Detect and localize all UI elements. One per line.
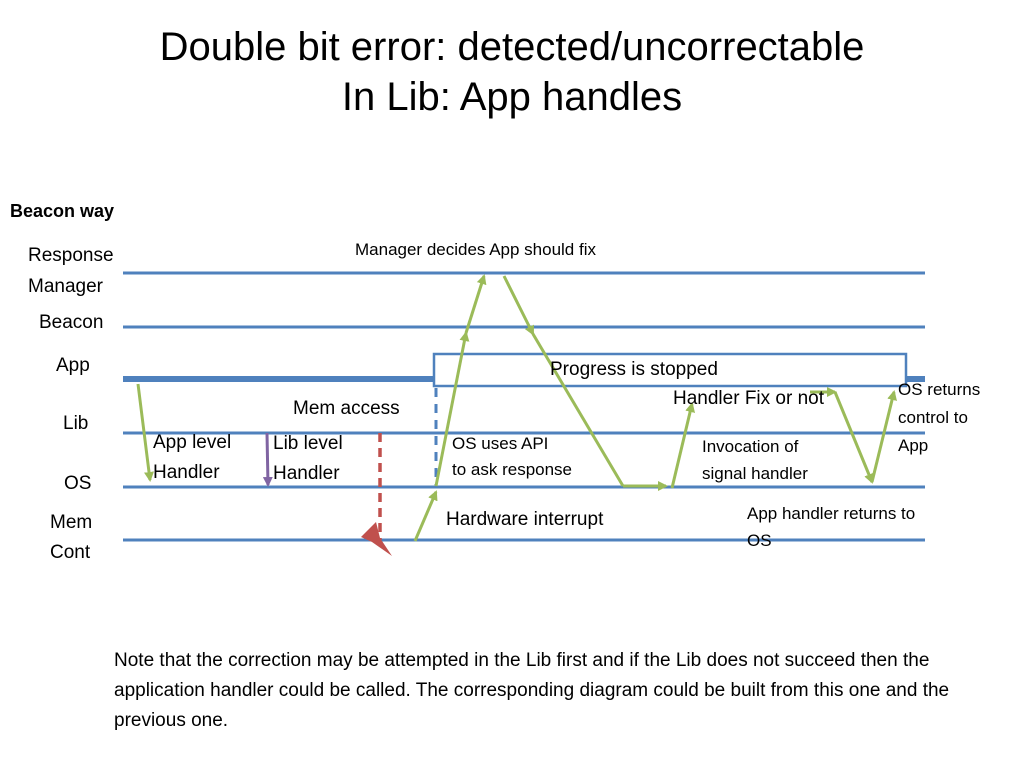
lane-label-manager: Manager <box>28 276 103 297</box>
title-line-2: In Lib: App handles <box>341 75 683 119</box>
hardware-error-bolt-icon <box>361 522 392 556</box>
arrow-mem-to-os <box>413 490 438 542</box>
footnote: Note that the correction may be attempte… <box>114 650 950 731</box>
lane-label-os: OS <box>64 473 92 494</box>
lane-label-app: App <box>56 355 90 376</box>
arrow-os-to-handler <box>670 402 696 489</box>
annotation-app-level-2: Handler <box>153 462 220 483</box>
annotation-progress-stopped: Progress is stopped <box>550 359 718 380</box>
arrow-handler-to-os <box>833 391 874 484</box>
lane-label-beacon: Beacon <box>39 312 104 333</box>
arrow-manager-to-beacon <box>502 275 535 336</box>
annotation-manager-decides: Manager decides App should fix <box>355 240 596 259</box>
arrow-beacon-to-os <box>531 333 625 487</box>
title-line-1: Double bit error: detected/uncorrectable <box>159 25 865 69</box>
arrow-lib-handler <box>262 432 273 487</box>
annotation-os-returns-3: App <box>898 436 929 455</box>
slide-title: Double bit error: detected/uncorrectable… <box>0 22 1024 122</box>
annotation-lib-level-2: Handler <box>273 463 340 484</box>
annotation-mem-access: Mem access <box>293 398 400 419</box>
annotation-os-returns-2: control to <box>898 408 968 427</box>
annotation-app-handler-returns-2: OS <box>747 531 772 550</box>
annotation-handler-fix: Handler Fix or not <box>673 388 825 409</box>
annotation-os-uses-api-1: OS uses API <box>452 434 549 453</box>
arrow-app-to-os <box>136 383 154 482</box>
annotation-invocation-1: Invocation of <box>702 437 799 456</box>
arrow-os-to-app <box>870 390 897 483</box>
progress-stopped-box <box>432 352 908 388</box>
annotation-app-level-1: App level <box>153 432 232 453</box>
annotation-app-handler-returns-1: App handler returns to <box>747 504 916 523</box>
lane-label-cont: Cont <box>50 542 91 563</box>
annotation-os-uses-api-2: to ask response <box>452 460 573 479</box>
annotation-invocation-2: signal handler <box>702 464 808 483</box>
lane-label-response: Response <box>28 245 114 266</box>
annotation-hardware-interrupt: Hardware interrupt <box>446 509 604 530</box>
lane-label-lib: Lib <box>63 413 89 434</box>
section-label: Beacon way <box>10 201 115 221</box>
arrow-os-to-beacon <box>434 331 470 487</box>
arrow-beacon-to-manager <box>464 274 487 334</box>
annotation-lib-level-1: Lib level <box>273 433 343 454</box>
annotation-os-returns-1: OS returns <box>898 380 981 399</box>
lane-label-mem: Mem <box>50 512 93 533</box>
